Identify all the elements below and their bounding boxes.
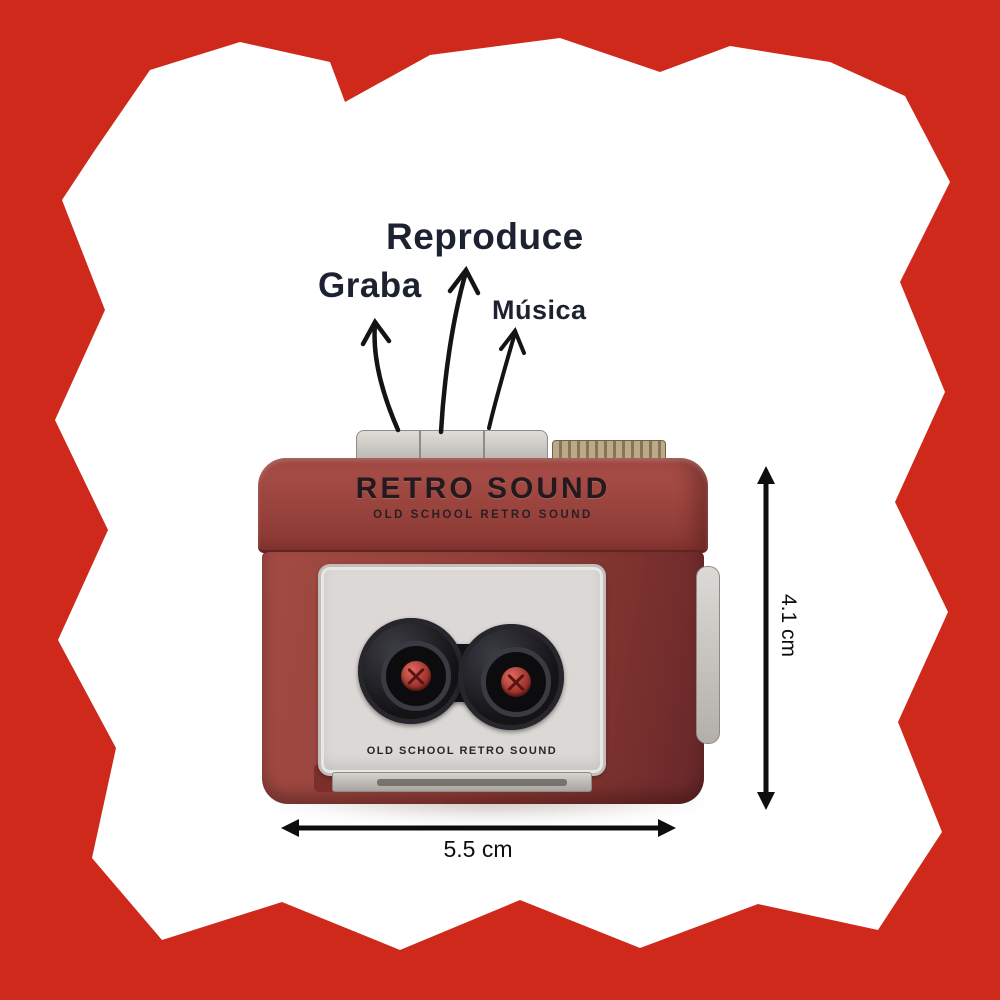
tagline-text: OLD SCHOOL RETRO SOUND (373, 509, 593, 521)
left-hub (401, 661, 431, 691)
door-label: OLD SCHOOL RETRO SOUND (366, 745, 558, 757)
right-reel (458, 624, 564, 730)
button-divider (419, 431, 421, 465)
left-reel (358, 618, 464, 724)
hinge-slot (377, 779, 567, 786)
button-divider (483, 431, 485, 465)
height-dimension-label: 4.1 cm (777, 594, 800, 658)
musica-label: Música (492, 295, 587, 325)
side-slot (696, 566, 720, 744)
door-hinge (332, 772, 592, 792)
brand-text: RETRO SOUND (355, 472, 611, 505)
device-lid: RETRO SOUND OLD SCHOOL RETRO SOUND (258, 458, 708, 553)
reproduce-label: Reproduce (386, 216, 584, 257)
left-reel-inner (381, 641, 451, 711)
right-reel-inner (481, 647, 551, 717)
graba-label: Graba (318, 266, 422, 305)
width-dimension-label: 5.5 cm (443, 836, 513, 862)
right-hub (501, 667, 531, 697)
